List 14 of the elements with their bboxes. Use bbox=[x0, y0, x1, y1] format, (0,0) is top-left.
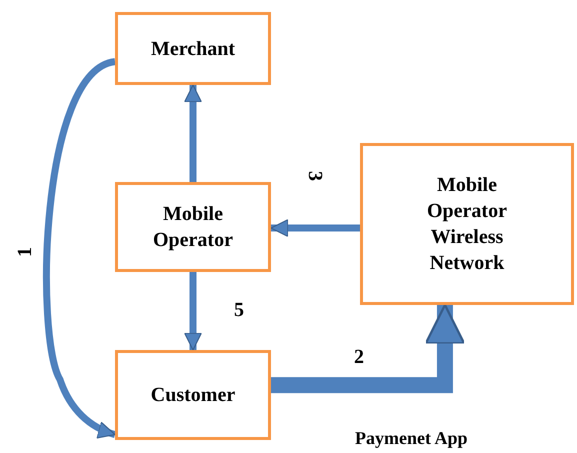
caption-text: Paymenet App bbox=[355, 429, 468, 447]
arrow bbox=[270, 219, 360, 237]
box-label: Customer bbox=[150, 383, 236, 408]
arrow bbox=[43, 58, 116, 438]
process-box bbox=[115, 350, 271, 440]
process-box bbox=[360, 143, 574, 305]
arrow bbox=[271, 304, 466, 394]
process-box bbox=[115, 12, 271, 85]
box-label: Mobile Operator bbox=[152, 202, 234, 253]
arrow bbox=[184, 272, 202, 350]
box-label: Mobile Operator Wireless Network bbox=[426, 173, 508, 276]
arrow bbox=[184, 84, 202, 182]
box-label: Merchant bbox=[150, 36, 236, 62]
process-box bbox=[115, 182, 271, 272]
